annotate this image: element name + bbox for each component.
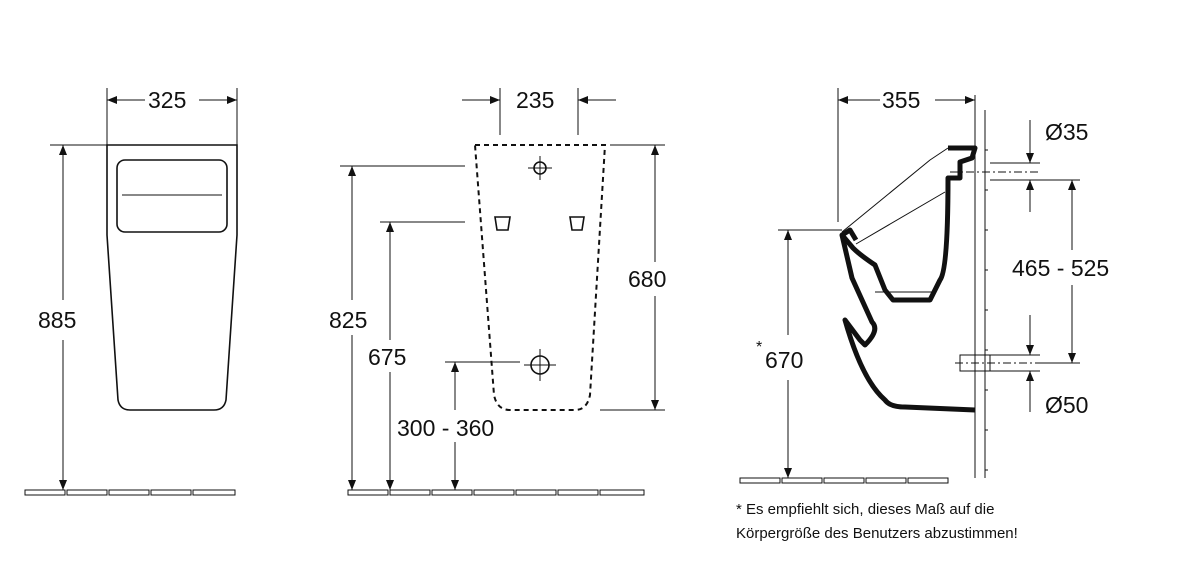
urinal-front-outline [106,144,238,411]
urinal-side-outer [839,234,976,413]
footnote-line-1: * Es empfiehlt sich, dieses Maß auf die [736,501,994,518]
height-885-label: 885 [38,307,76,333]
depth-355-label: 355 [882,87,920,113]
wall [974,95,988,478]
fixing-bracket-left [494,216,511,231]
fixing-bracket-right [569,216,585,231]
width-325-label: 325 [148,87,186,113]
front-view: 325 885 [24,87,238,496]
outlet-diameter-label: Ø50 [1045,392,1088,418]
height-680-label: 680 [628,266,666,292]
asterisk-marker: * [756,339,762,356]
urinal-side-inner [839,145,978,303]
footnote-line-2: Körpergröße des Benutzers abzustimmen! [736,525,1018,542]
outlet-height-300-360-label: 300 - 360 [397,415,494,441]
urinal-front-opening [116,159,228,233]
inlet-diameter-label: Ø35 [1045,119,1088,145]
spacing-465-525-label: 465 - 525 [1012,255,1109,281]
height-825-label: 825 [329,307,367,333]
side-view: 355 Ø35 465 - 525 Ø50 * 670 * Es empfieh… [736,87,1109,542]
width-235-label: 235 [516,87,554,113]
floor-tiles [347,489,645,496]
floor-tiles [739,477,949,484]
rear-view: 235 680 825 675 300 - 360 [329,87,666,496]
height-675-label: 675 [368,344,406,370]
rim-height-670-label: 670 [765,347,803,373]
floor-tiles [24,489,236,496]
